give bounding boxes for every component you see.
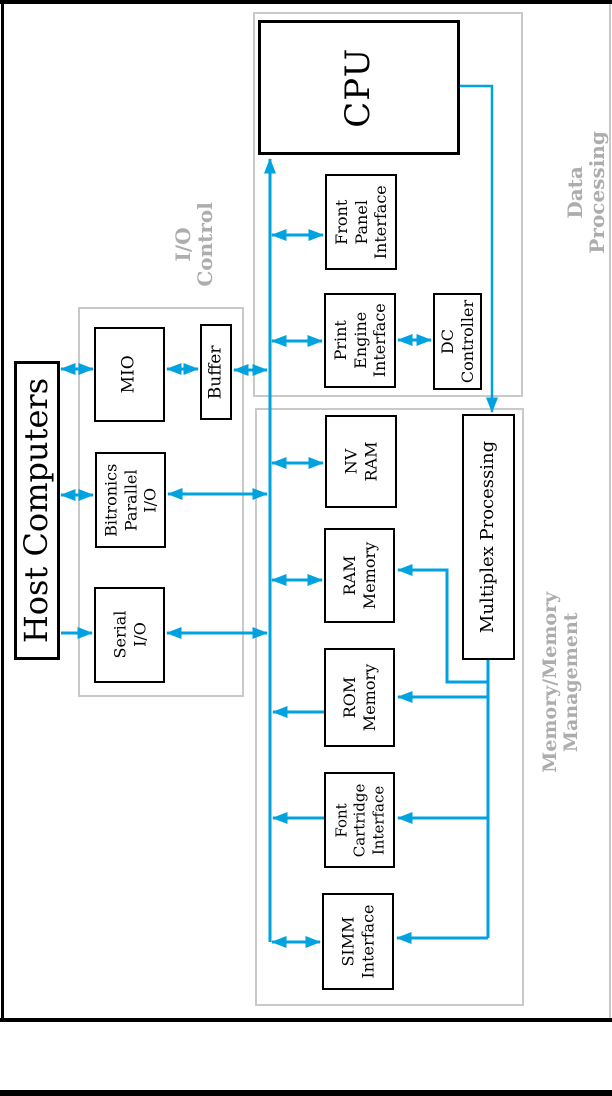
box-font-cartridge-interface: Font Cartridge Interface <box>324 772 395 868</box>
box-host-computers: Host Computers <box>14 361 60 660</box>
box-simm-interface: SIMM Interface <box>322 893 394 990</box>
box-front-panel-interface-label: Front Panel Interface <box>331 184 390 260</box>
section-io-control <box>78 307 244 697</box>
section-label-io-control-text: I/O Control <box>170 201 217 287</box>
box-dc-controller: DC Controller <box>433 293 482 390</box>
box-bitronics-parallel-io: Bitronics Parallel I/O <box>95 452 166 548</box>
box-multiplex-processing: Multiplex Processing <box>462 414 515 660</box>
section-label-data-processing-text: Data Processing <box>562 130 609 254</box>
section-label-io-control: I/O Control <box>129 179 259 309</box>
section-memory-management <box>255 408 524 1006</box>
box-buffer: Buffer <box>200 324 232 420</box>
section-label-memory-management-text: Memory/Memory Management <box>538 591 582 773</box>
box-host-computers-label: Host Computers <box>17 377 56 644</box>
box-print-engine-interface: Print Engine Interface <box>324 293 396 388</box>
box-cpu: CPU <box>258 20 460 155</box>
box-ram-memory: RAM Memory <box>324 528 395 623</box>
box-simm-interface-label: SIMM Interface <box>338 904 377 979</box>
section-data-processing <box>253 12 523 397</box>
box-nv-ram: NV RAM <box>325 415 397 508</box>
page-bottom-rule <box>0 1090 612 1096</box>
box-ram-memory-label: RAM Memory <box>339 541 379 610</box>
box-print-engine-interface-label: Print Engine Interface <box>330 303 389 378</box>
box-rom-memory-label: ROM Memory <box>339 663 379 732</box>
box-mio-label: MIO <box>119 355 140 394</box>
page-right-rule <box>609 4 611 1018</box>
box-font-cartridge-interface-label: Font Cartridge Interface <box>332 783 387 857</box>
box-bitronics-parallel-io-label: Bitronics Parallel I/O <box>101 463 160 537</box>
box-serial-io-label: Serial I/O <box>109 611 149 659</box>
box-cpu-label: CPU <box>338 47 379 128</box>
box-dc-controller-label: DC Controller <box>437 299 477 384</box>
box-mio: MIO <box>94 327 165 422</box>
box-serial-io: Serial I/O <box>94 587 165 683</box>
page-top-rule <box>0 0 612 4</box>
box-buffer-label: Buffer <box>205 345 226 399</box>
box-front-panel-interface: Front Panel Interface <box>325 174 397 270</box>
page-footer-rule <box>0 1018 612 1022</box>
box-multiplex-processing-label: Multiplex Processing <box>477 440 499 634</box>
box-rom-memory: ROM Memory <box>324 648 395 747</box>
page-left-rule <box>1 0 4 1022</box>
box-nv-ram-label: NV RAM <box>341 441 380 482</box>
section-label-data-processing: Data Processing <box>521 127 612 257</box>
